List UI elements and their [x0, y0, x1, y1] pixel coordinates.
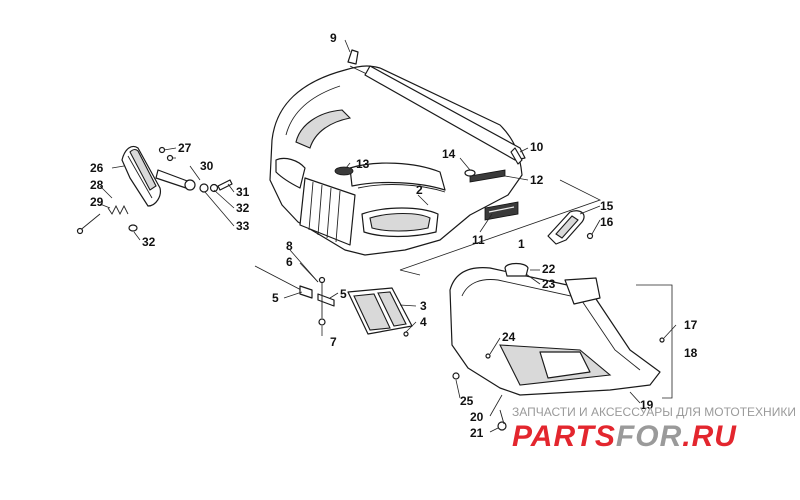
- callout-33: 33: [236, 219, 250, 233]
- callout-16: 16: [600, 215, 614, 229]
- callout-8: 8: [286, 239, 293, 253]
- callout-10: 10: [530, 140, 544, 154]
- callout-25: 25: [460, 394, 474, 408]
- callout-14: 14: [442, 147, 456, 161]
- hood-latch-assembly: [254, 265, 335, 326]
- callout-15: 15: [600, 199, 614, 213]
- callout-12: 12: [530, 173, 544, 187]
- callout-5-left: 5: [272, 291, 279, 305]
- callout-9: 9: [330, 31, 337, 45]
- front-storage-tub: [449, 262, 661, 431]
- callout-28: 28: [90, 178, 104, 192]
- callout-7: 7: [330, 335, 337, 349]
- watermark: ЗАПЧАСТИ И АКСЕССУАРЫ ДЛЯ МОТОТЕХНИКИ PA…: [512, 405, 796, 453]
- callout-29: 29: [90, 195, 104, 209]
- callout-2: 2: [416, 183, 423, 197]
- callout-20: 20: [470, 410, 484, 424]
- callout-3: 3: [420, 299, 427, 313]
- leader-lines: [99, 39, 677, 433]
- watermark-logo-ru: .RU: [682, 420, 737, 453]
- callout-23: 23: [542, 277, 556, 291]
- callout-labels: 9 10 14 13 12 2 11 1 15 16 8 6 5 5 7 3 4…: [90, 31, 698, 440]
- callout-19: 19: [640, 398, 654, 412]
- callout-11: 11: [472, 233, 485, 247]
- watermark-logo-for: FOR: [616, 420, 682, 453]
- mesh-grille-panel: [347, 287, 413, 337]
- callout-30: 30: [200, 159, 214, 173]
- watermark-logo: PARTSFOR.RU: [512, 420, 737, 453]
- callout-32-upper: 32: [236, 201, 250, 215]
- callout-4: 4: [420, 315, 427, 329]
- callout-6: 6: [286, 255, 293, 269]
- callout-22: 22: [542, 262, 556, 276]
- callout-24: 24: [502, 330, 516, 344]
- callout-27: 27: [178, 141, 192, 155]
- callout-32-lower: 32: [142, 235, 156, 249]
- callout-1: 1: [518, 237, 525, 251]
- watermark-tagline: ЗАПЧАСТИ И АКСЕССУАРЫ ДЛЯ МОТОТЕХНИКИ: [512, 405, 796, 419]
- hood-assembly: [269, 49, 526, 256]
- side-trim-bracket: [547, 210, 594, 245]
- callout-31: 31: [236, 185, 250, 199]
- callout-21: 21: [470, 426, 484, 440]
- callout-5-right: 5: [340, 287, 347, 301]
- callout-26: 26: [90, 161, 104, 175]
- callout-18: 18: [684, 346, 698, 360]
- callout-13: 13: [356, 157, 370, 171]
- watermark-logo-parts: PARTS: [512, 420, 616, 453]
- headlight-assembly: [76, 145, 233, 235]
- callout-17: 17: [684, 318, 698, 332]
